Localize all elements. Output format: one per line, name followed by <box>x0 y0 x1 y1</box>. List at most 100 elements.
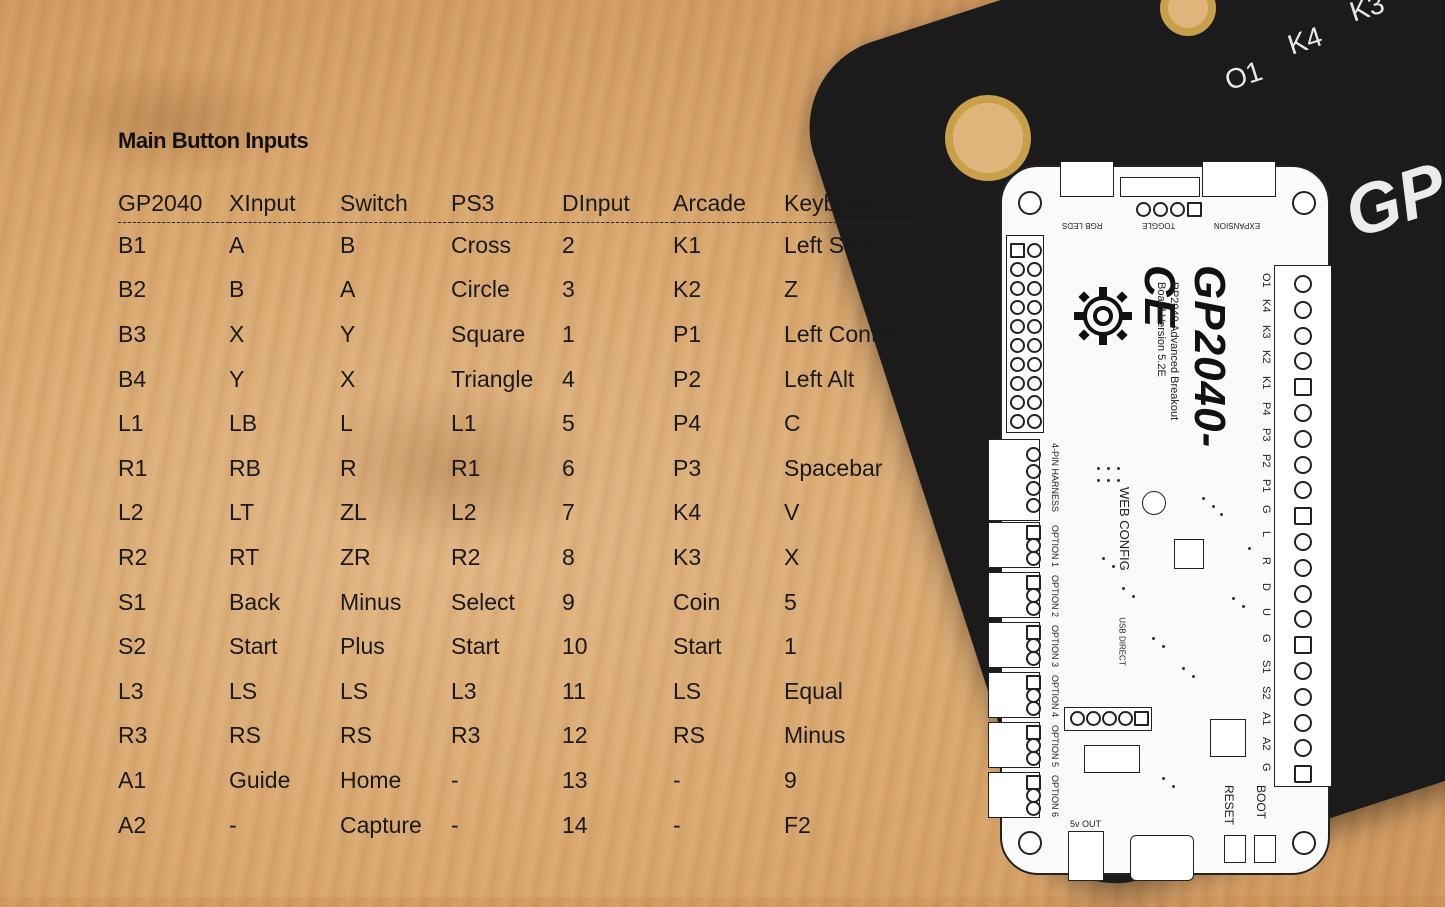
table-cell: LS <box>229 677 258 704</box>
table-cell: R3 <box>451 722 481 749</box>
terminal-label: S1 <box>1260 660 1272 674</box>
rgb-leds-connector <box>1060 161 1114 197</box>
component-dot <box>1117 479 1120 482</box>
table-cell: 1 <box>562 320 575 347</box>
component-dot <box>1220 513 1223 516</box>
component-dot <box>1107 479 1110 482</box>
table-cell: Left Alt <box>784 365 855 392</box>
component-dot <box>1202 497 1205 500</box>
web-config-label: WEB CONFIG <box>1117 487 1132 571</box>
button-mapping-table: GP2040 XInput Switch PS3 DInput Arcade K… <box>118 184 916 847</box>
terminal-screw <box>1294 455 1312 474</box>
table-cell: Plus <box>340 633 385 660</box>
pcb-illustration: RGB LEDS TOGGLE EXPANSION GP2040-CE RP20… <box>988 161 1332 881</box>
table-cell: X <box>340 365 356 392</box>
table-cell: X <box>784 543 800 570</box>
table-cell: B4 <box>118 365 147 392</box>
table-cell: S1 <box>118 588 147 615</box>
terminal-label: O1 <box>1260 273 1272 288</box>
table-cell: R3 <box>118 722 148 749</box>
table-cell: R2 <box>451 543 481 570</box>
table-cell: L2 <box>451 499 477 526</box>
toggle-pin <box>1170 202 1185 217</box>
header-pin <box>1010 243 1025 258</box>
header-pin <box>1010 338 1025 353</box>
component-dot <box>1132 595 1135 598</box>
reset-button <box>1224 835 1246 863</box>
header-pin <box>1010 395 1025 410</box>
table-cell: Left Control <box>784 320 903 347</box>
option-6-label: OPTION 6 <box>1050 775 1060 818</box>
table-cell: K1 <box>673 231 702 258</box>
header-pin <box>1010 300 1025 315</box>
terminal-label: K3 <box>1260 324 1272 339</box>
table-cell: 10 <box>562 633 588 660</box>
header-pin <box>1027 319 1042 334</box>
table-cell: 8 <box>562 543 575 570</box>
terminal-screw <box>1294 275 1312 293</box>
table-cell: Equal <box>784 677 843 704</box>
wood-grain <box>300 380 600 560</box>
table-cell: A1 <box>118 766 147 793</box>
reset-label: RESET <box>1222 785 1236 826</box>
terminal-label: G <box>1260 763 1272 772</box>
terminal-screw <box>1294 352 1312 371</box>
table-cell: RS <box>340 722 372 749</box>
component-dot <box>1162 645 1165 648</box>
table-cell: K3 <box>673 543 702 570</box>
header-pin <box>1027 395 1042 410</box>
column-header-ps3: PS3 <box>451 184 562 223</box>
option-pin <box>1026 551 1041 566</box>
terminal-label: A2 <box>1260 737 1272 751</box>
terminal-screw <box>1294 533 1312 551</box>
option-2-label: OPTION 2 <box>1050 575 1060 618</box>
toggle-header <box>1120 177 1200 197</box>
table-cell: - <box>673 766 681 793</box>
option-3-label: OPTION 3 <box>1050 625 1060 668</box>
terminal-label: K4 <box>1260 298 1272 313</box>
table-cell: L2 <box>118 499 144 526</box>
table-cell: 5 <box>784 588 797 615</box>
5v-out-connector <box>1068 831 1104 881</box>
terminal-screw <box>1294 404 1312 422</box>
table-cell: R <box>340 454 357 481</box>
terminal-label: K1 <box>1260 376 1272 390</box>
header-pin <box>1010 262 1025 277</box>
gear-icon <box>1074 287 1132 345</box>
terminal-label: A1 <box>1260 711 1272 726</box>
table-cell: Back <box>229 588 281 615</box>
terminal-label: K2 <box>1260 350 1272 364</box>
harness-pin <box>1026 481 1041 496</box>
table-cell: L <box>340 410 353 437</box>
usb-direct-pin <box>1134 711 1149 726</box>
table-cell: 12 <box>562 722 588 749</box>
table-cell: Start <box>229 633 278 660</box>
mcu-chip <box>1174 539 1204 569</box>
board-version-label: RP2040 Advanced Breakout Board Version 5… <box>1155 282 1180 421</box>
terminal-screw <box>1294 558 1312 577</box>
usb-direct-pin <box>1118 711 1133 726</box>
table-cell: - <box>229 811 237 838</box>
header-pin <box>1010 414 1025 429</box>
usb-direct-pin <box>1102 711 1117 726</box>
table-cell: K4 <box>673 499 702 526</box>
component-dot <box>1232 597 1235 600</box>
component-dot <box>1152 637 1155 640</box>
column-header-switch: Switch <box>340 184 451 223</box>
option-pin <box>1026 751 1041 766</box>
table-cell: 9 <box>562 588 575 615</box>
table-cell: LB <box>229 410 258 437</box>
terminal-label: D <box>1260 582 1272 591</box>
table-cell: Cross <box>451 231 512 258</box>
mounting-hole <box>1292 191 1316 215</box>
column-header-dinput: DInput <box>562 184 673 223</box>
terminal-label: L <box>1260 531 1272 538</box>
